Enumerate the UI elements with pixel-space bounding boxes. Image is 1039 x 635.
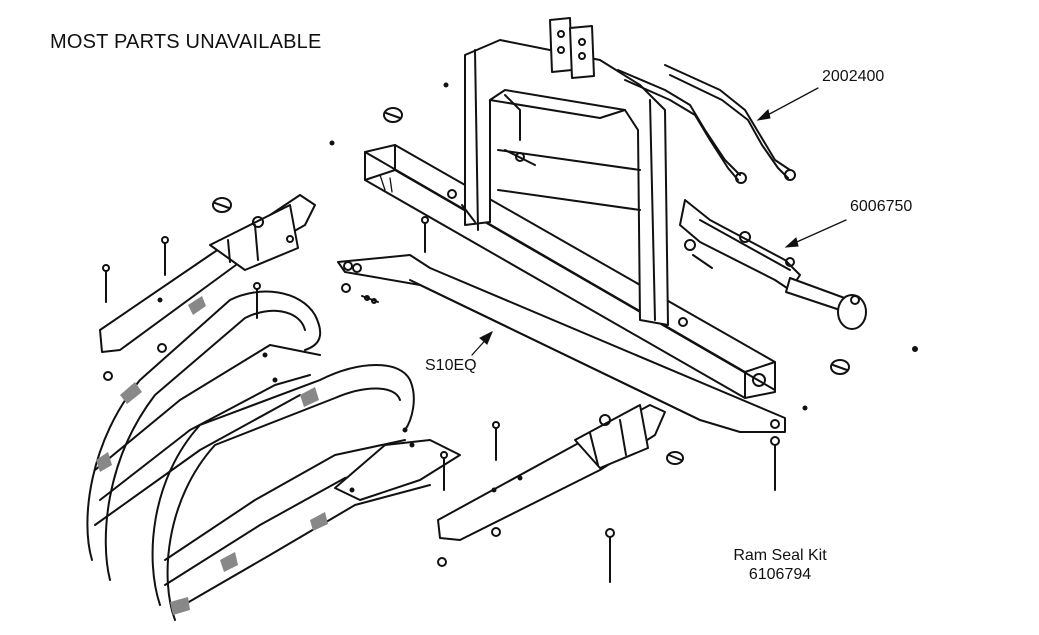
diagram-title: MOST PARTS UNAVAILABLE bbox=[50, 31, 322, 53]
callout-label-s10eq: S10EQ bbox=[425, 357, 477, 374]
callout-arrows bbox=[471, 87, 847, 356]
lower-flat-bar bbox=[337, 254, 786, 433]
arrow-2002400 bbox=[761, 87, 819, 119]
grille-guard bbox=[86, 290, 461, 621]
arrow-6006750 bbox=[789, 219, 847, 246]
callout-label-2002400: 2002400 bbox=[822, 68, 885, 85]
ram-seal-kit-part-number: 6106794 bbox=[748, 566, 812, 583]
ram-seal-kit-label: Ram Seal Kit 6106794 bbox=[710, 546, 850, 584]
hydraulic-ram bbox=[679, 199, 867, 330]
hydraulic-pipes bbox=[617, 64, 796, 184]
ram-seal-kit-name: Ram Seal Kit bbox=[733, 547, 827, 564]
small-hardware bbox=[103, 82, 918, 567]
upright-frame bbox=[461, 17, 669, 326]
bolts bbox=[102, 216, 780, 583]
left-arm bbox=[99, 194, 316, 353]
callout-label-6006750: 6006750 bbox=[850, 198, 913, 215]
right-arm bbox=[437, 404, 666, 541]
